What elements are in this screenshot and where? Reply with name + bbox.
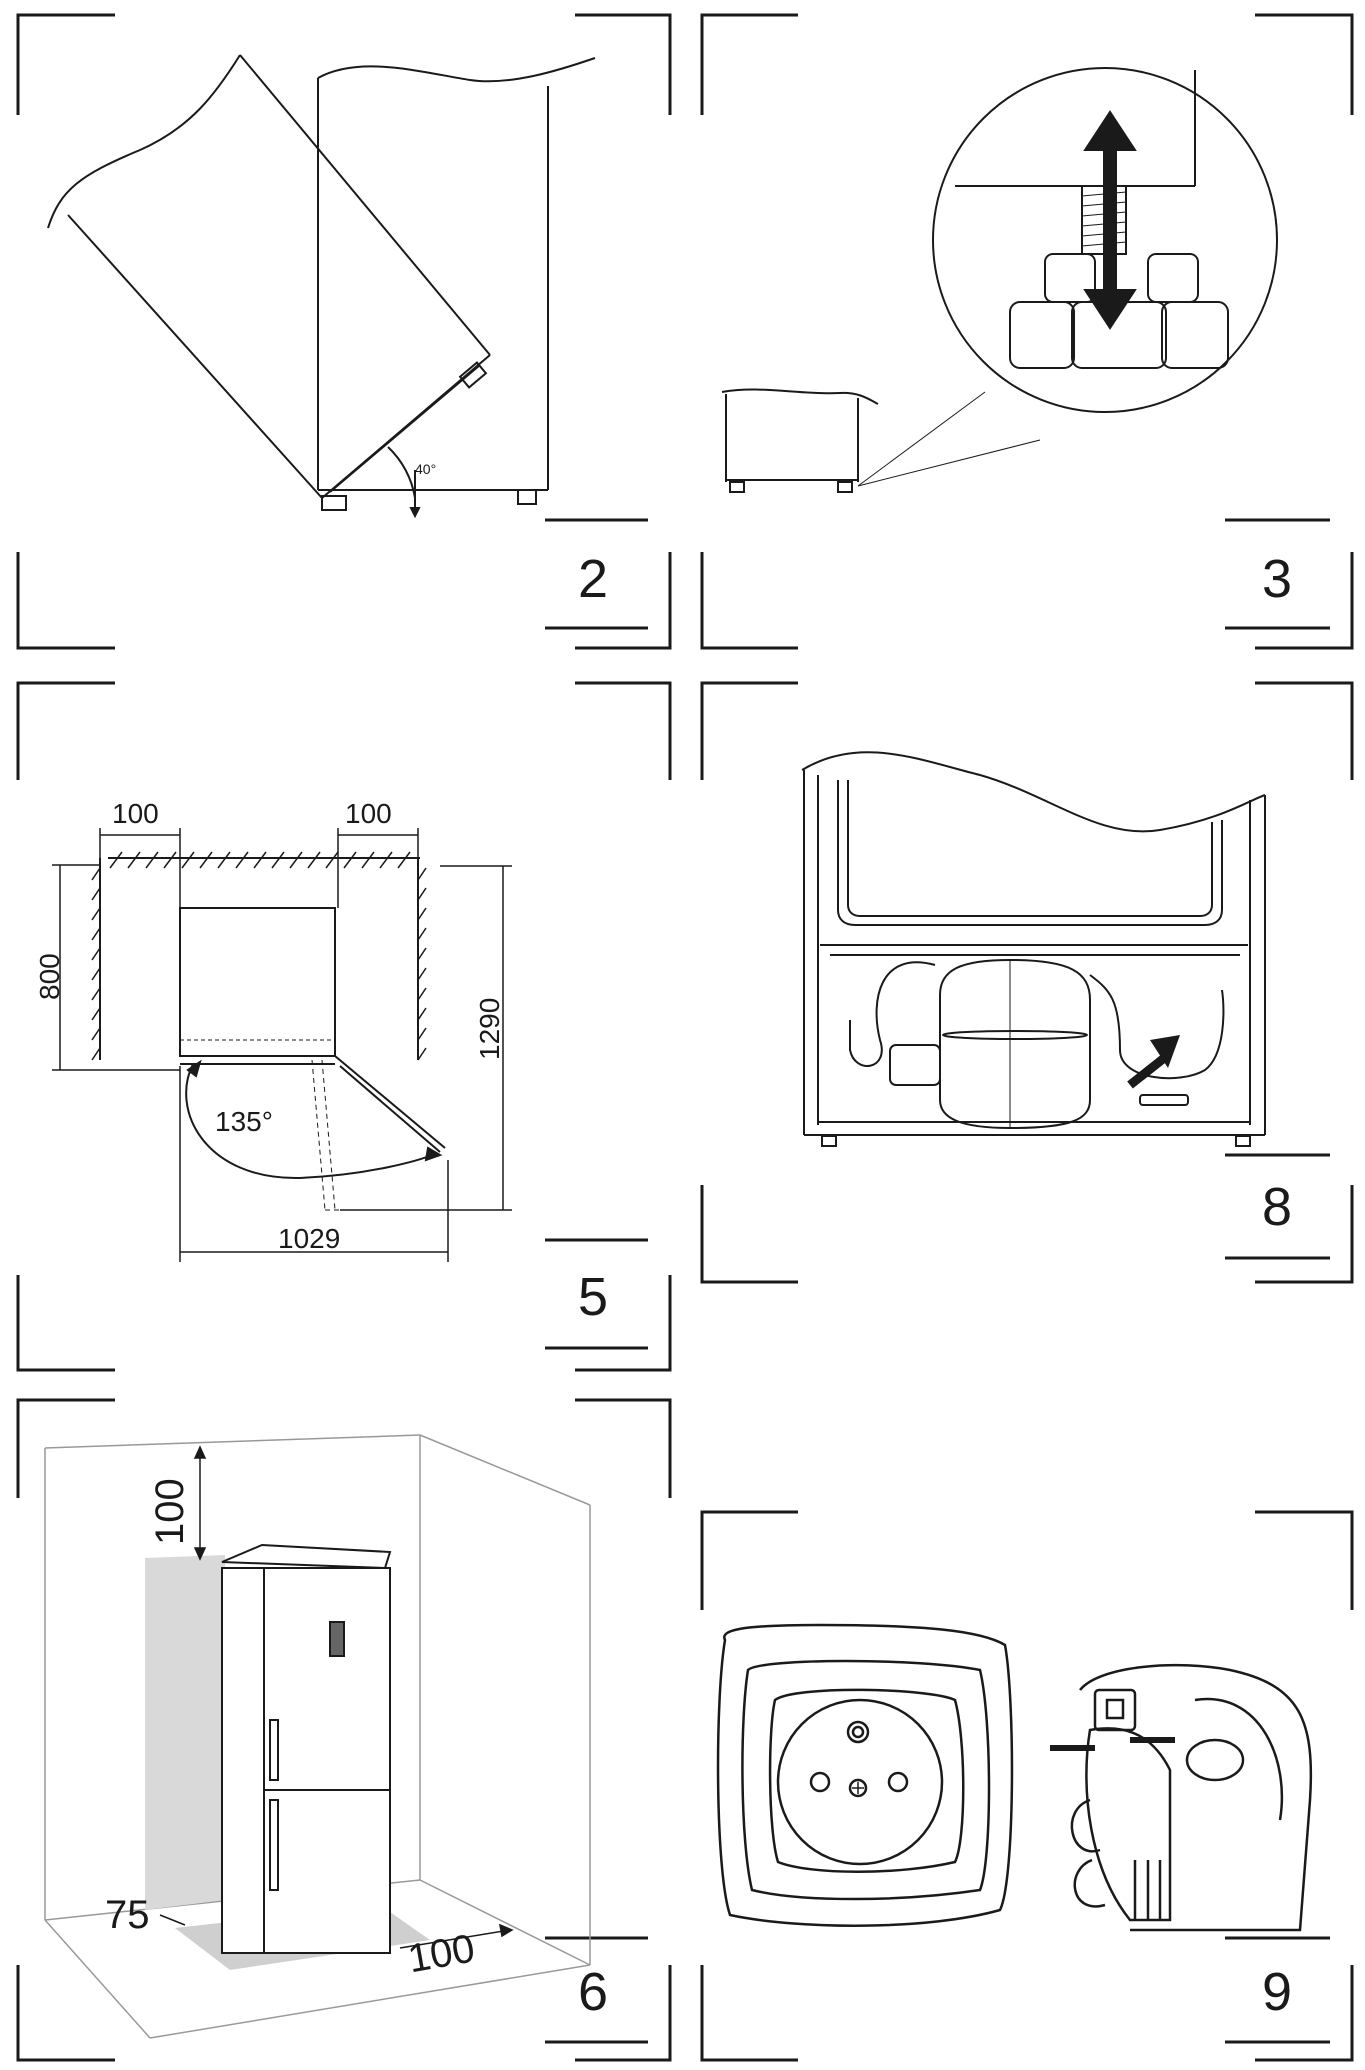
top-clearance-dimension: 100 xyxy=(148,1478,192,1545)
width-dimension: 1029 xyxy=(278,1223,341,1254)
panel-2-frame xyxy=(16,13,672,650)
right-gap-dimension: 100 xyxy=(345,798,392,829)
figure-6-room-clearance xyxy=(44,1434,591,2039)
back-clearance-dimension: 100 xyxy=(404,1926,479,1982)
figure-number-3: 3 xyxy=(1262,549,1293,609)
door-angle-dimension: 135° xyxy=(215,1106,273,1137)
side-clearance-dimension: 75 xyxy=(105,1893,150,1937)
depth-dimension: 800 xyxy=(34,953,65,1000)
figure-number-2: 2 xyxy=(578,549,609,609)
figure-number-8: 8 xyxy=(1262,1177,1293,1237)
total-depth-dimension: 1290 xyxy=(474,997,505,1060)
panel-8-frame xyxy=(700,681,1354,1284)
figure-8-compressor-view xyxy=(801,751,1266,1147)
panel-3-frame xyxy=(700,13,1354,650)
left-gap-dimension: 100 xyxy=(112,798,159,829)
tilt-angle-label: 40° xyxy=(415,461,437,477)
figure-number-9: 9 xyxy=(1262,1962,1293,2022)
figure-5-plan-clearance xyxy=(52,828,512,1262)
panel-6-frame xyxy=(16,1398,672,2062)
figure-number-5: 5 xyxy=(578,1267,609,1327)
panel-5-frame xyxy=(16,681,672,1372)
figure-2-tilt-illustration xyxy=(47,54,596,519)
figure-3-foot-adjustment xyxy=(721,67,1278,493)
figure-9-socket-plug xyxy=(716,1623,1313,1932)
panel-9-frame xyxy=(700,1510,1354,2062)
figure-number-6: 6 xyxy=(578,1962,609,2022)
